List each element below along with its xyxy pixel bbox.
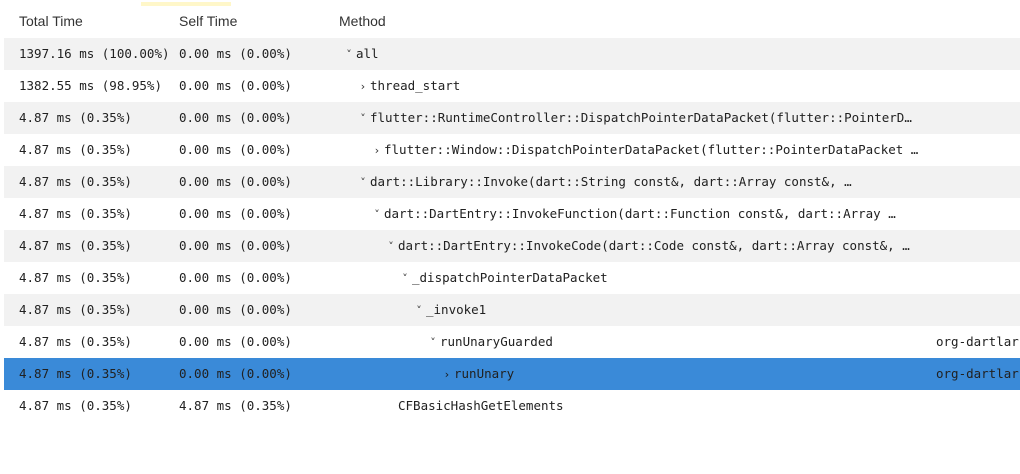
table-row[interactable]: 1397.16 ms (100.00%) 0.00 ms (0.00%) ˅ all — [4, 38, 1020, 70]
table-row[interactable]: 4.87 ms (0.35%) 0.00 ms (0.00%) › runUnary o… — [4, 358, 1020, 390]
chevron-down-icon[interactable]: ˅ — [430, 336, 436, 349]
total-time-cell: 4.87 ms (0.35%) — [19, 334, 132, 349]
chevron-down-icon[interactable]: ˅ — [374, 208, 380, 221]
table-row[interactable]: 4.87 ms (0.35%) 0.00 ms (0.00%) ˅ _dispatch… — [4, 262, 1020, 294]
self-time-cell: 0.00 ms (0.00%) — [179, 366, 292, 381]
total-time-cell: 4.87 ms (0.35%) — [19, 174, 132, 189]
chevron-right-icon[interactable]: › — [374, 144, 380, 157]
method-name: dart::DartEntry::InvokeCode(dart::Code c… — [398, 238, 910, 253]
self-time-cell: 0.00 ms (0.00%) — [179, 206, 292, 221]
source-cell[interactable]: org-dartlar — [936, 334, 1019, 349]
method-name: runUnaryGuarded — [440, 334, 553, 349]
column-header-total-time[interactable]: Total Time — [19, 13, 83, 29]
self-time-cell: 0.00 ms (0.00%) — [179, 238, 292, 253]
self-time-cell: 0.00 ms (0.00%) — [179, 110, 292, 125]
self-time-cell: 0.00 ms (0.00%) — [179, 174, 292, 189]
total-time-cell: 4.87 ms (0.35%) — [19, 270, 132, 285]
method-cell: ˅ all — [342, 38, 932, 70]
table-row[interactable]: 4.87 ms (0.35%) 0.00 ms (0.00%) ˅ runUnaryG… — [4, 326, 1020, 358]
total-time-cell: 4.87 ms (0.35%) — [19, 366, 132, 381]
chevron-down-icon[interactable]: ˅ — [360, 176, 366, 189]
method-name: _dispatchPointerDataPacket — [412, 270, 608, 285]
chevron-down-icon[interactable]: ˅ — [416, 304, 422, 317]
chevron-right-icon[interactable]: › — [444, 368, 450, 381]
method-name: flutter::RuntimeController::DispatchPoin… — [370, 110, 912, 125]
total-time-cell: 4.87 ms (0.35%) — [19, 398, 132, 413]
total-time-cell: 1382.55 ms (98.95%) — [19, 78, 162, 93]
chevron-down-icon[interactable]: ˅ — [388, 240, 394, 253]
method-cell: ˅ dart::DartEntry::InvokeCode(dart::Code … — [342, 230, 932, 262]
self-time-cell: 0.00 ms (0.00%) — [179, 78, 292, 93]
column-header-method[interactable]: Method — [339, 13, 386, 29]
method-name: CFBasicHashGetElements — [398, 398, 564, 413]
chevron-down-icon[interactable]: ˅ — [402, 272, 408, 285]
chevron-down-icon[interactable]: ˅ — [360, 112, 366, 125]
self-time-cell: 0.00 ms (0.00%) — [179, 302, 292, 317]
method-name: dart::DartEntry::InvokeFunction(dart::Fu… — [384, 206, 896, 221]
table-row[interactable]: 4.87 ms (0.35%) 0.00 ms (0.00%) ˅ dart::Lib… — [4, 166, 1020, 198]
table-row[interactable]: 4.87 ms (0.35%) 0.00 ms (0.00%) ˅ _invoke1 — [4, 294, 1020, 326]
self-time-cell: 0.00 ms (0.00%) — [179, 334, 292, 349]
total-time-cell: 4.87 ms (0.35%) — [19, 302, 132, 317]
method-cell: › thread_start — [342, 70, 932, 102]
method-name: all — [356, 46, 379, 61]
table-row[interactable]: 4.87 ms (0.35%) 4.87 ms (0.35%) CFBasicHas… — [4, 390, 1020, 422]
total-time-cell: 4.87 ms (0.35%) — [19, 238, 132, 253]
self-time-cell: 4.87 ms (0.35%) — [179, 398, 292, 413]
method-name: flutter::Window::DispatchPointerDataPack… — [384, 142, 919, 157]
table-row[interactable]: 4.87 ms (0.35%) 0.00 ms (0.00%) › flutter::… — [4, 134, 1020, 166]
method-name: dart::Library::Invoke(dart::String const… — [370, 174, 852, 189]
table-row[interactable]: 1382.55 ms (98.95%) 0.00 ms (0.00%) › threa… — [4, 70, 1020, 102]
chevron-down-icon[interactable]: ˅ — [346, 48, 352, 61]
total-time-cell: 4.87 ms (0.35%) — [19, 142, 132, 157]
table-row[interactable]: 4.87 ms (0.35%) 0.00 ms (0.00%) ˅ flutter::… — [4, 102, 1020, 134]
table-row[interactable]: 4.87 ms (0.35%) 0.00 ms (0.00%) ˅ dart::Dar… — [4, 198, 1020, 230]
method-cell: ˅ flutter::RuntimeController::DispatchPoi… — [342, 102, 932, 134]
chevron-right-icon[interactable]: › — [360, 80, 366, 93]
self-time-cell: 0.00 ms (0.00%) — [179, 270, 292, 285]
method-cell: › runUnary — [342, 358, 932, 390]
total-time-cell: 4.87 ms (0.35%) — [19, 206, 132, 221]
method-cell: › flutter::Window::DispatchPointerDataPac… — [342, 134, 932, 166]
self-time-cell: 0.00 ms (0.00%) — [179, 142, 292, 157]
method-cell: ˅ dart::Library::Invoke(dart::String cons… — [342, 166, 932, 198]
method-cell: ˅ dart::DartEntry::InvokeFunction(dart::F… — [342, 198, 932, 230]
method-cell: ˅ _dispatchPointerDataPacket — [342, 262, 932, 294]
method-name: _invoke1 — [426, 302, 487, 317]
total-time-cell: 1397.16 ms (100.00%) — [19, 46, 170, 61]
column-header-self-time[interactable]: Self Time — [179, 13, 238, 29]
method-cell: ˅ runUnaryGuarded — [342, 326, 932, 358]
method-name: thread_start — [370, 78, 461, 93]
method-cell: ˅ _invoke1 — [342, 294, 932, 326]
table-row[interactable]: 4.87 ms (0.35%) 0.00 ms (0.00%) ˅ dart::Dar… — [4, 230, 1020, 262]
table-header: Total Time Self Time Method — [0, 0, 1020, 38]
self-time-cell: 0.00 ms (0.00%) — [179, 46, 292, 61]
method-cell: CFBasicHashGetElements — [342, 390, 932, 422]
total-time-cell: 4.87 ms (0.35%) — [19, 110, 132, 125]
method-name: runUnary — [454, 366, 515, 381]
header-accent — [141, 2, 231, 6]
source-cell[interactable]: org-dartlar — [936, 366, 1019, 381]
